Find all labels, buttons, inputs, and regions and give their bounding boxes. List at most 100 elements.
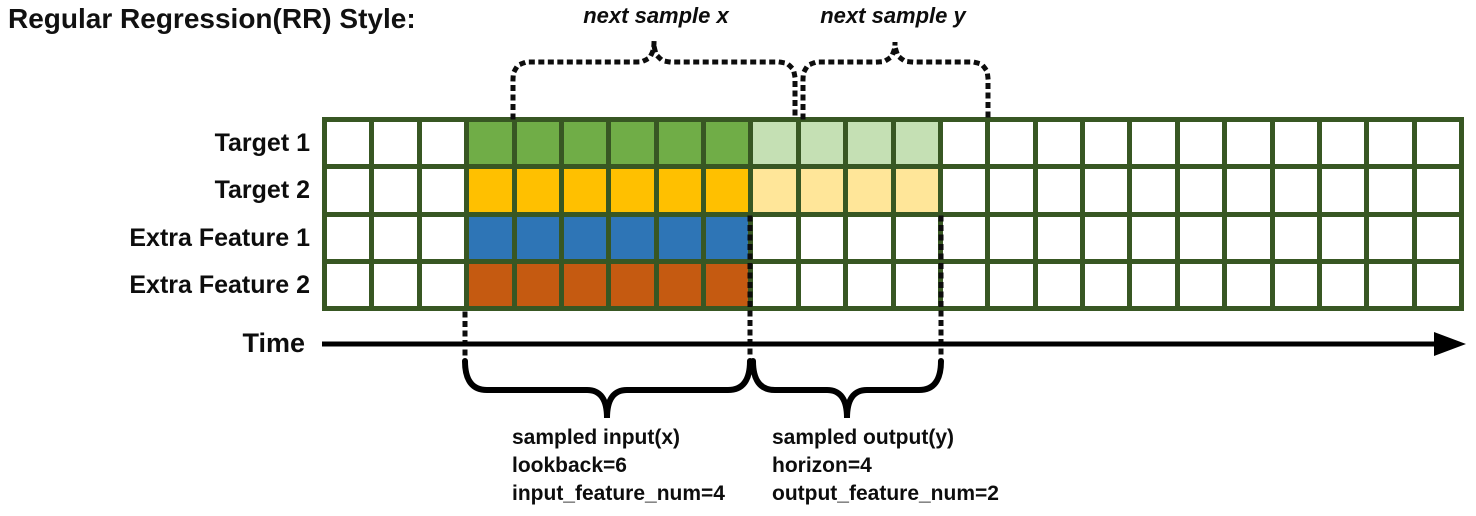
grid-cell — [990, 169, 1033, 212]
grid-cell — [516, 263, 559, 306]
grid-cell — [990, 216, 1033, 259]
grid-cell — [421, 263, 465, 306]
sampled-input-line-1: sampled input(x) — [512, 426, 681, 449]
grid-cell — [516, 169, 559, 212]
grid-cell — [658, 122, 701, 165]
grid-cell — [374, 263, 417, 306]
grid-cell — [374, 122, 417, 165]
grid-cell — [611, 216, 654, 259]
grid-cell — [563, 216, 607, 259]
time-series-grid — [322, 117, 1464, 311]
grid-cell — [469, 216, 512, 259]
grid-cell — [327, 122, 370, 165]
grid-cell — [706, 263, 749, 306]
grid-cell — [1416, 263, 1459, 306]
grid-cell — [1037, 263, 1080, 306]
grid-cell — [942, 122, 986, 165]
grid-cell — [1037, 122, 1080, 165]
grid-cell — [848, 122, 891, 165]
grid-cell — [800, 169, 844, 212]
grid-cell — [1132, 169, 1175, 212]
sampled-output-line-3: output_feature_num=2 — [772, 482, 999, 505]
grid-cell — [469, 122, 512, 165]
sampled-input-line-2: lookback=6 — [512, 454, 627, 477]
grid-cell — [1179, 263, 1223, 306]
grid-cell — [1274, 216, 1317, 259]
grid-cell — [374, 216, 417, 259]
grid-cell — [1227, 216, 1270, 259]
grid-cell — [469, 169, 512, 212]
grid-cell — [1274, 169, 1317, 212]
grid-cell — [1132, 216, 1175, 259]
row-label-extra-feature-2: Extra Feature 2 — [129, 271, 310, 299]
grid-cell — [800, 216, 844, 259]
grid-cell — [1227, 169, 1270, 212]
grid-cell — [1179, 169, 1223, 212]
grid-cell — [421, 216, 465, 259]
grid-cell — [611, 122, 654, 165]
grid-cell — [1085, 122, 1128, 165]
grid-cell — [1132, 263, 1175, 306]
grid-cell — [895, 216, 938, 259]
grid-cell — [942, 263, 986, 306]
grid-cell — [1085, 216, 1128, 259]
next-sample-x-brace — [510, 41, 798, 120]
grid-cell — [1416, 122, 1459, 165]
grid-cell — [421, 122, 465, 165]
row-label-target-2: Target 2 — [214, 176, 310, 204]
grid-cell — [753, 216, 796, 259]
row-label-target-1: Target 1 — [214, 129, 310, 157]
grid-cell — [753, 263, 796, 306]
grid-cell — [327, 216, 370, 259]
grid-cell — [800, 263, 844, 306]
sampled-output-brace — [750, 358, 944, 419]
grid-cell — [1321, 263, 1365, 306]
next-sample-x-label: next sample x — [583, 3, 729, 28]
grid-cell — [327, 263, 370, 306]
grid-cell — [516, 122, 559, 165]
grid-cell — [327, 169, 370, 212]
grid-cell — [753, 122, 796, 165]
grid-cell — [990, 122, 1033, 165]
diagram-title: Regular Regression(RR) Style: — [8, 3, 416, 34]
sampled-input-brace — [462, 358, 753, 419]
grid-cell — [895, 122, 938, 165]
grid-cell — [1037, 216, 1080, 259]
grid-cell — [848, 169, 891, 212]
next-sample-y-label: next sample y — [820, 3, 966, 28]
grid-cell — [1321, 122, 1365, 165]
grid-cell — [1227, 122, 1270, 165]
sampled-input-line-3: input_feature_num=4 — [512, 482, 725, 505]
grid-cell — [374, 169, 417, 212]
grid-cell — [563, 169, 607, 212]
grid-cell — [942, 169, 986, 212]
grid-cell — [1416, 216, 1459, 259]
grid-cell — [706, 216, 749, 259]
grid-cell — [848, 263, 891, 306]
grid-cell — [563, 122, 607, 165]
grid-cell — [895, 169, 938, 212]
grid-cell — [516, 216, 559, 259]
grid-cell — [1321, 216, 1365, 259]
grid-cell — [563, 263, 607, 306]
grid-cell — [1274, 122, 1317, 165]
grid-cell — [1369, 263, 1412, 306]
grid-cell — [706, 122, 749, 165]
grid-cell — [895, 263, 938, 306]
grid-cell — [753, 169, 796, 212]
grid-cell — [1037, 169, 1080, 212]
sampled-output-annotation: sampled output(y) horizon=4 output_featu… — [772, 424, 999, 508]
next-sample-y-brace — [800, 41, 991, 120]
time-axis-arrowhead-icon — [1434, 332, 1466, 356]
grid-cell — [1369, 169, 1412, 212]
grid-cell — [706, 169, 749, 212]
grid-cell — [1321, 169, 1365, 212]
grid-cell — [1416, 169, 1459, 212]
grid-cell — [1085, 169, 1128, 212]
grid-cell — [1132, 122, 1175, 165]
grid-cell — [1369, 122, 1412, 165]
grid-cell — [848, 216, 891, 259]
sampled-output-line-2: horizon=4 — [772, 454, 872, 477]
grid-cell — [1227, 263, 1270, 306]
